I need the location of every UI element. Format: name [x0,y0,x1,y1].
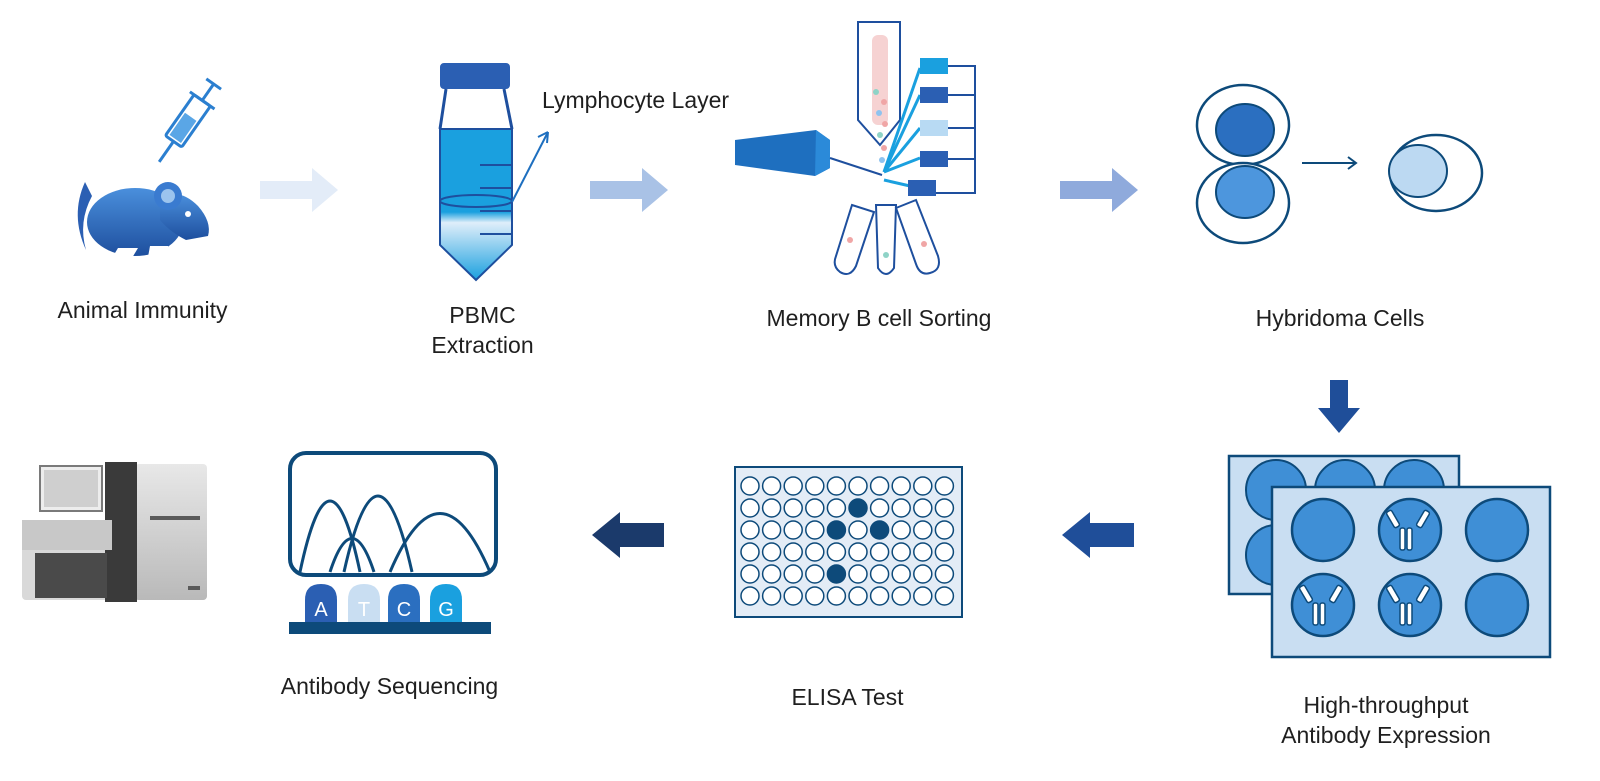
elisa-well [891,586,911,606]
base-letter: C [397,599,411,621]
elisa-well [869,476,890,496]
base-letter: A [314,599,328,621]
label-high-throughput-expression: High-throughput Antibody Expression [1281,692,1491,748]
elisa-well [740,498,760,518]
elisa-well [848,542,868,562]
elisa-well [891,498,911,518]
base-chip [388,584,420,622]
elisa-well [891,520,911,540]
elisa-well [934,542,955,562]
elisa-well [805,520,825,540]
elisa-well [891,564,911,584]
elisa-well [783,520,803,540]
elisa-well [805,542,825,562]
elisa-well [783,498,803,518]
elisa-well [761,476,782,496]
base-letter: T [358,599,370,621]
elisa-well [826,476,847,496]
elisa-well [783,476,803,496]
elisa-well [934,520,955,540]
elisa-well [934,586,955,606]
elisa-well [934,564,955,584]
arrow-right-2 [590,168,668,212]
elisa-plate-icon [734,466,963,618]
elisa-well [848,586,868,606]
elisa-well [913,542,933,562]
arrow-left-2 [592,512,664,558]
base-chip [305,584,337,622]
sequencer-machine-icon [22,462,207,602]
flow-arrows [260,168,1360,558]
cell-sorter-icon [735,21,976,275]
arrow-right-1 [260,168,338,212]
elisa-well [848,520,868,540]
elisa-well-positive [869,520,890,540]
elisa-well [913,476,933,496]
elisa-well [848,476,868,496]
label-elisa-test: ELISA Test [791,684,904,710]
elisa-well [869,498,890,518]
base-chip [348,584,380,622]
elisa-well-positive [826,564,847,584]
elisa-well [869,586,890,606]
elisa-well [783,564,803,584]
elisa-well [805,498,825,518]
base-letter: G [438,599,454,621]
elisa-well [869,564,890,584]
elisa-well [869,542,890,562]
elisa-well [913,520,933,540]
centrifuge-tube-icon [438,63,549,282]
elisa-well-positive [826,520,847,540]
label-animal-immunity: Animal Immunity [57,297,228,323]
base-chip [430,584,462,622]
elisa-well [805,476,825,496]
elisa-well [783,542,803,562]
elisa-well [891,476,911,496]
arrow-down-1 [1318,380,1360,433]
elisa-well [913,586,933,606]
elisa-well [848,564,868,584]
arrow-left-1 [1062,512,1134,558]
elisa-well [934,498,955,518]
elisa-well [761,498,782,518]
label-pbmc-extraction: PBMC Extraction [431,302,534,358]
elisa-well [761,520,782,540]
elisa-well [934,476,955,496]
elisa-well [761,542,782,562]
elisa-well-positive [848,498,868,518]
label-memory-b-cell-sorting: Memory B cell Sorting [766,305,992,331]
expression-plates-icon [1227,454,1552,659]
elisa-well [783,586,803,606]
label-lymphocyte-layer: Lymphocyte Layer [542,87,730,113]
arrow-right-3 [1060,168,1138,212]
mouse-with-syringe-icon [77,77,222,258]
elisa-well [913,498,933,518]
elisa-well [913,564,933,584]
elisa-well [740,542,760,562]
elisa-well [826,542,847,562]
elisa-well [826,498,847,518]
elisa-well [805,586,825,606]
elisa-well [740,586,760,606]
elisa-well [805,564,825,584]
elisa-well [740,564,760,584]
elisa-well [761,586,782,606]
hybridoma-cells-icon [1195,83,1484,245]
label-antibody-sequencing: Antibody Sequencing [280,673,499,699]
label-hybridoma-cells: Hybridoma Cells [1255,305,1425,331]
elisa-well [761,564,782,584]
elisa-well [740,520,760,540]
elisa-well [891,542,911,562]
elisa-well [826,586,847,606]
elisa-well [740,476,760,496]
